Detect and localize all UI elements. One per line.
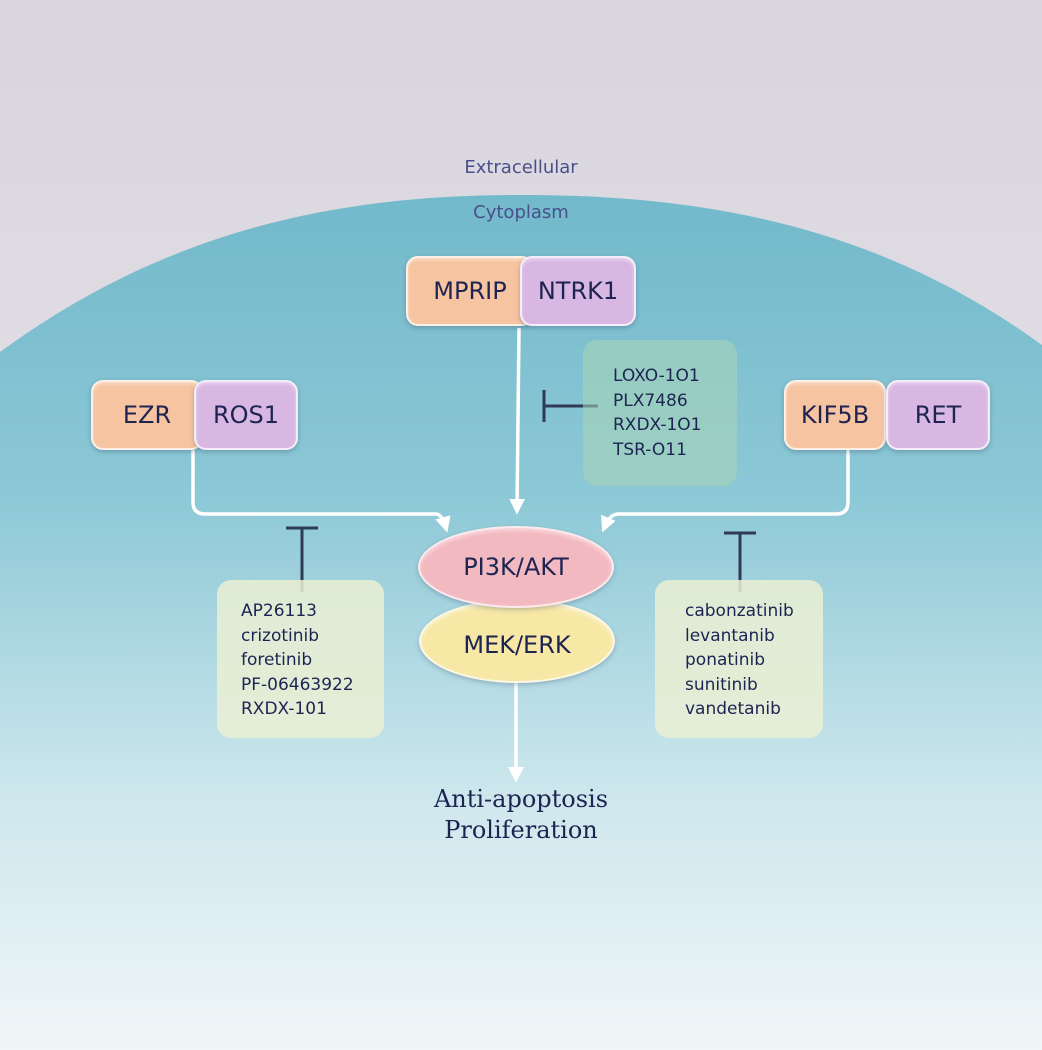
ntrk1-arrow [509, 327, 525, 515]
ntrk1-inhibitor-panel: LOXO-1O1 PLX7486 RXDX-1O1 TSR-O11 [583, 340, 737, 486]
ret-inhibitor-list: cabonzatinib levantanib ponatinib suniti… [685, 599, 794, 722]
inhibitor-item: RXDX-1O1 [613, 415, 702, 435]
ros1-inhibitor-panel: AP26113 crizotinib foretinib PF-06463922… [217, 580, 384, 738]
inhibitor-item: crizotinib [241, 625, 320, 646]
inhibitor-item: foretinib [241, 650, 313, 670]
cytoplasm-label: Cytoplasm [473, 202, 569, 223]
ezr-gene-box: EZR [91, 380, 203, 450]
ntrk1-inhibitor-list: LOXO-1O1 PLX7486 RXDX-1O1 TSR-O11 [613, 364, 702, 462]
inhibitor-item: LOXO-1O1 [613, 366, 700, 386]
ret-inhibitor-panel: cabonzatinib levantanib ponatinib suniti… [655, 580, 823, 738]
inhibitor-item: vandetanib [685, 699, 781, 719]
outcome-anti-apoptosis: Anti-apoptosis [433, 785, 609, 813]
kif5b-gene-box: KIF5B [784, 380, 886, 450]
inhibitor-item: sunitinib [685, 674, 758, 695]
ros1-gene-box: ROS1 [194, 380, 298, 450]
mprip-gene-box: MPRIP [406, 256, 534, 326]
inhibitor-item: AP26113 [241, 601, 317, 621]
inhibitor-item: ponatinib [685, 650, 766, 670]
inhibitor-item: TSR-O11 [613, 439, 687, 460]
inhibitor-item: RXDX-101 [241, 699, 327, 719]
ros1-arrow [191, 450, 451, 533]
ntrk1-gene-box: NTRK1 [520, 256, 636, 326]
inhibitor-item: PLX7486 [613, 390, 688, 411]
extracellular-label: Extracellular [464, 157, 578, 178]
inhibitor-item: PF-06463922 [241, 674, 354, 695]
inhibitor-item: levantanib [685, 625, 775, 646]
pi3k-akt-node: PI3K/AKT [418, 526, 614, 608]
ros1-inhibitor-list: AP26113 crizotinib foretinib PF-06463922… [241, 599, 354, 722]
mek-erk-node: MEK/ERK [419, 599, 615, 683]
outcome-proliferation: Proliferation [444, 816, 598, 844]
ret-arrow [601, 450, 850, 533]
inhibitor-item: cabonzatinib [685, 601, 794, 621]
ret-gene-box: RET [886, 380, 990, 450]
